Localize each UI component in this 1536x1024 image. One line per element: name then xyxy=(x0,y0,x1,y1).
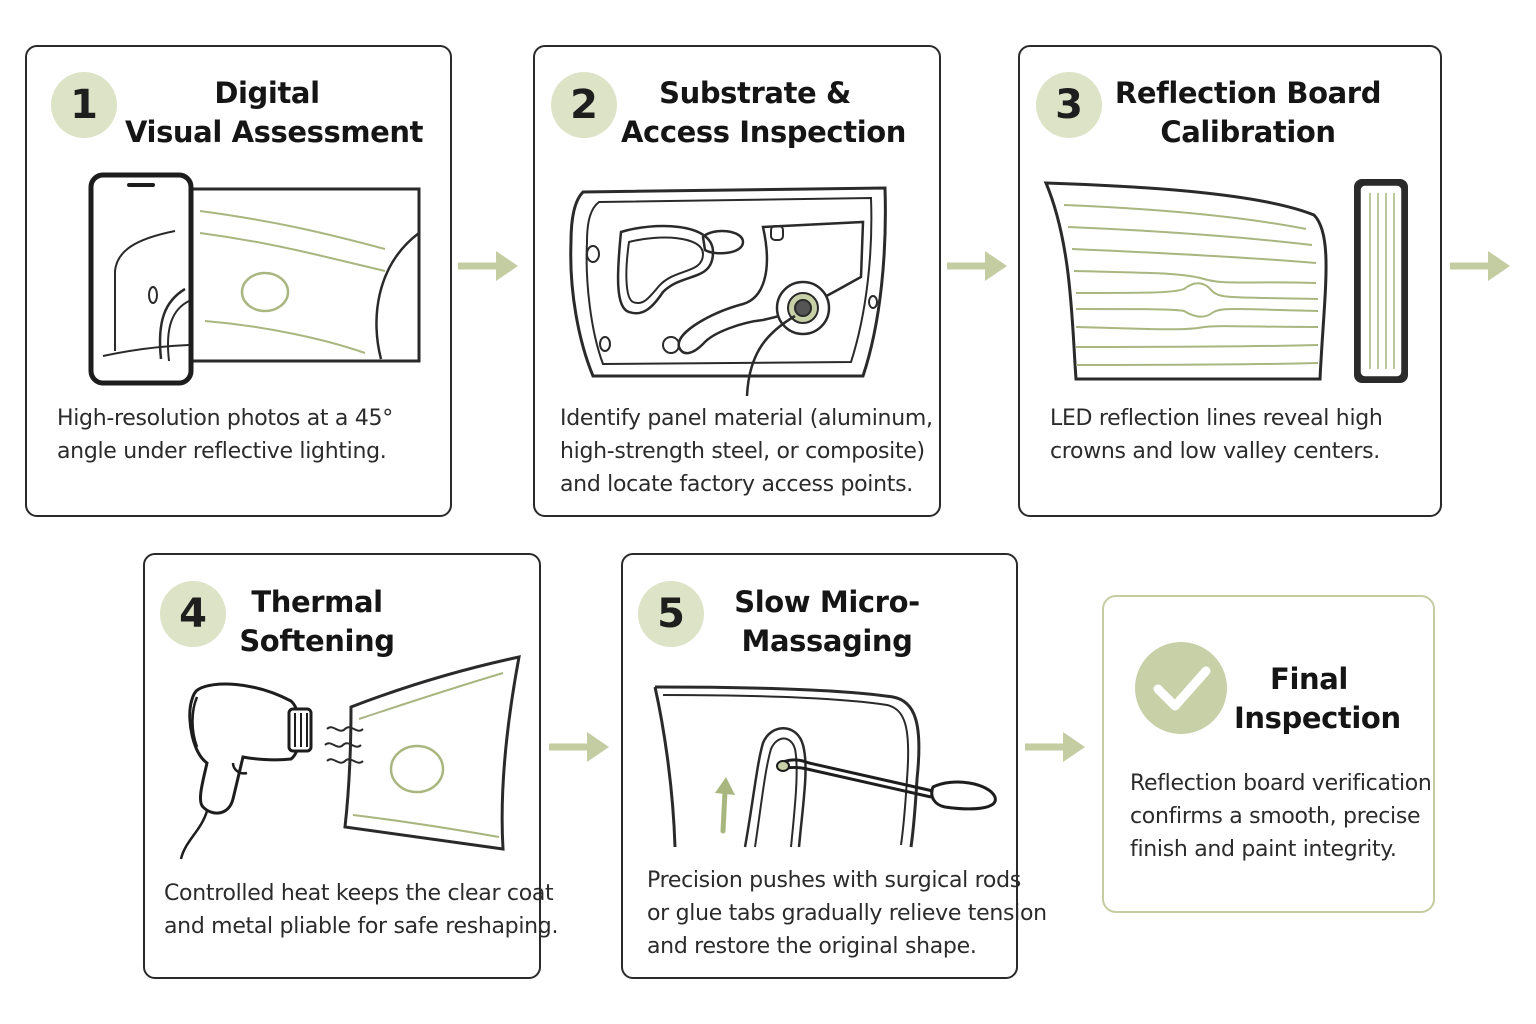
push-rod-massaging-illustration xyxy=(653,685,997,848)
arrow-right-icon xyxy=(947,251,1007,281)
step-description-line: Identify panel material (aluminum, xyxy=(560,406,933,431)
step-title-line: Slow Micro- xyxy=(734,585,920,619)
step-title-line: Access Inspection xyxy=(621,115,906,149)
step-description: Controlled heat keeps the clear coat and… xyxy=(164,877,558,943)
step-title-line: Digital xyxy=(214,76,320,110)
step-description-line: crowns and low valley centers. xyxy=(1050,439,1380,464)
step-title-line: Visual Assessment xyxy=(125,115,424,149)
step-description: LED reflection lines reveal high crowns … xyxy=(1050,402,1383,468)
step-number-badge: 2 xyxy=(551,72,617,138)
step-description: Identify panel material (aluminum, high-… xyxy=(560,402,933,501)
step-description-line: Controlled heat keeps the clear coat xyxy=(164,881,554,906)
step-title: Slow Micro- Massaging xyxy=(713,583,941,661)
smartphone-photo-illustration xyxy=(88,172,421,386)
step-description-line: LED reflection lines reveal high xyxy=(1050,406,1383,431)
checkmark-icon xyxy=(1135,642,1227,734)
step-description: Precision pushes with surgical rods or g… xyxy=(647,864,1047,963)
step-card-3: 3 Reflection Board Calibration LED refle… xyxy=(1018,45,1442,517)
step-number-badge: 3 xyxy=(1036,72,1102,138)
step-title: Substrate & Access Inspection xyxy=(621,74,906,152)
step-title-line: Calibration xyxy=(1160,115,1336,149)
reflection-board-panel-illustration xyxy=(1043,179,1408,383)
step-description-line: and locate factory access points. xyxy=(560,472,913,497)
arrow-right-icon xyxy=(1025,732,1085,762)
arrow-right-icon xyxy=(549,732,609,762)
step-description: High-resolution photos at a 45° angle un… xyxy=(57,402,393,468)
step-title: Thermal Softening xyxy=(233,583,401,661)
step-description-line: High-resolution photos at a 45° xyxy=(57,406,393,431)
step-title-line: Substrate & xyxy=(659,76,851,110)
step-title: Reflection Board Calibration xyxy=(1114,74,1382,152)
final-inspection-card: Final Inspection Reflection board verifi… xyxy=(1102,595,1435,913)
step-number-badge: 5 xyxy=(638,581,704,647)
final-description-line: finish and paint integrity. xyxy=(1130,837,1397,862)
step-title-line: Reflection Board xyxy=(1114,76,1382,110)
step-title: Digital Visual Assessment xyxy=(125,74,424,152)
step-description-line: angle under reflective lighting. xyxy=(57,439,387,464)
step-description-line: and metal pliable for safe reshaping. xyxy=(164,914,559,939)
step-card-4: 4 Thermal Softening Controlled heat keep… xyxy=(143,553,558,979)
step-number-badge: 1 xyxy=(51,72,117,138)
arrow-right-icon xyxy=(458,251,518,281)
final-description: Reflection board verification confirms a… xyxy=(1130,767,1432,866)
step-title-line: Massaging xyxy=(741,624,913,658)
step-card-2: 2 Substrate & Access Inspection Identify… xyxy=(533,45,941,517)
step-description-line: Precision pushes with surgical rods xyxy=(647,868,1021,893)
step-card-5: 5 Slow Micro- Massaging Precision pushes… xyxy=(621,553,1047,979)
step-description-line: or glue tabs gradually relieve tension xyxy=(647,901,1047,926)
door-panel-access-points-illustration xyxy=(569,186,887,397)
arrow-right-icon xyxy=(1450,251,1510,281)
step-title-line: Softening xyxy=(239,624,395,658)
final-title-line: Final xyxy=(1270,662,1348,696)
final-description-line: Reflection board verification xyxy=(1130,771,1432,796)
step-card-1: 1 Digital Visual Assessment High-resolut… xyxy=(25,45,452,517)
final-title-line: Inspection xyxy=(1234,701,1401,735)
final-title: Final Inspection xyxy=(1234,660,1401,738)
step-description-line: and restore the original shape. xyxy=(647,934,977,959)
step-number-badge: 4 xyxy=(160,581,226,647)
step-description-line: high-strength steel, or composite) xyxy=(560,439,925,464)
step-title-line: Thermal xyxy=(251,585,383,619)
final-description-line: confirms a smooth, precise xyxy=(1130,804,1421,829)
heat-gun-panel-illustration xyxy=(179,655,521,860)
